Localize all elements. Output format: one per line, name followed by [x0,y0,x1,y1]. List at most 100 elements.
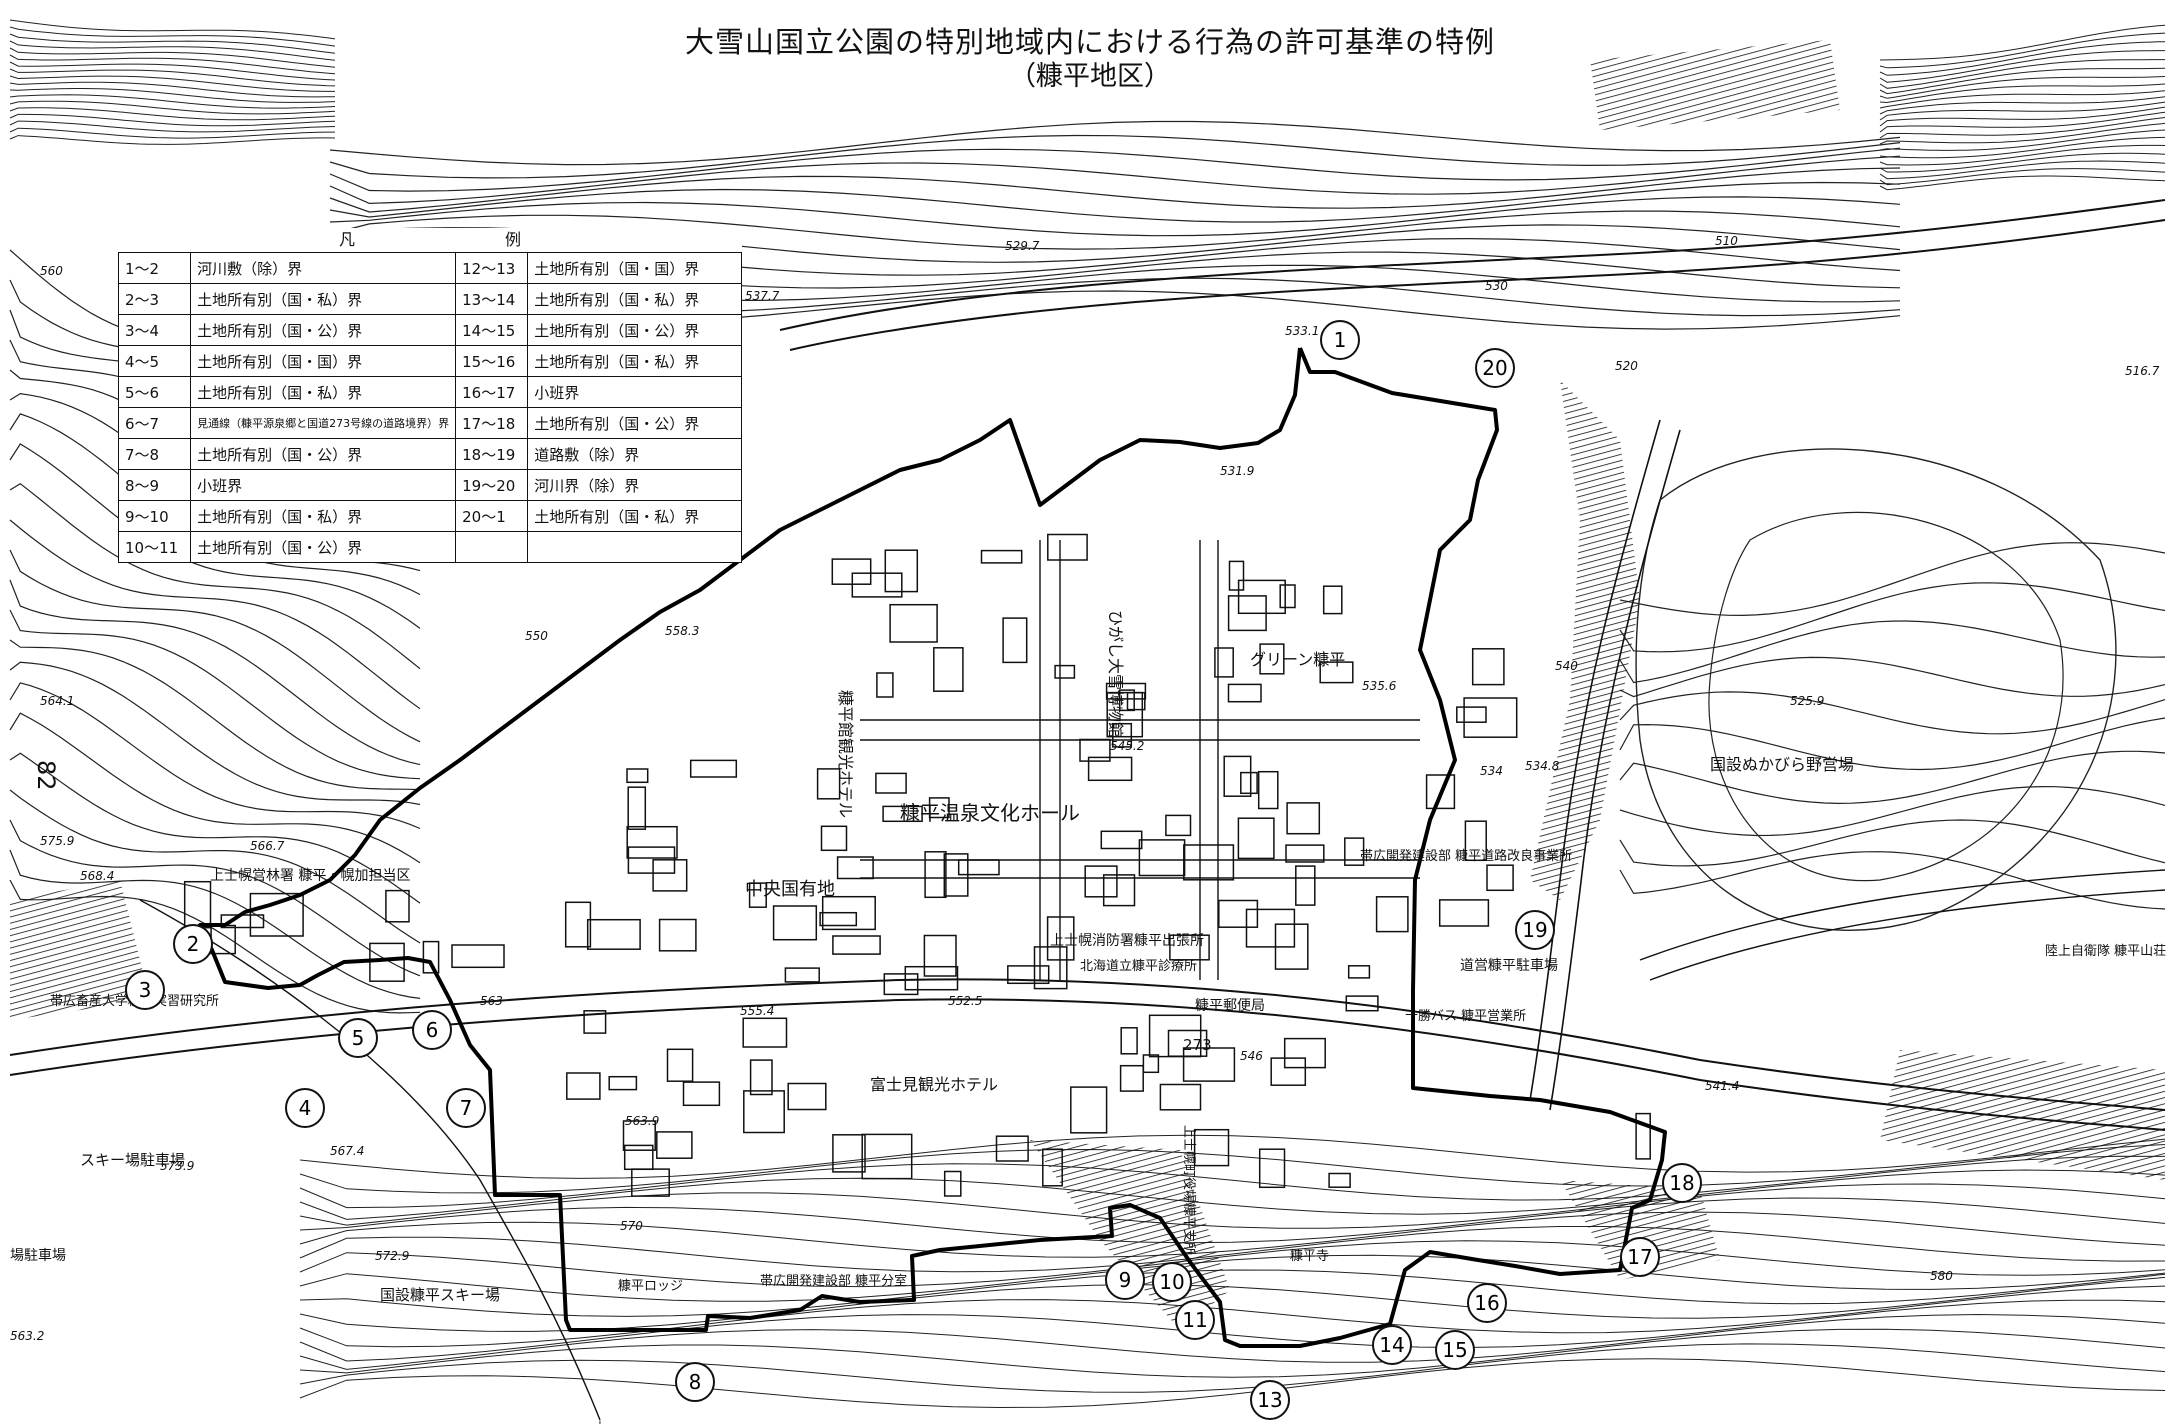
legend-description: 土地所有別（国・私）界 [190,283,457,315]
elevation-label: 552.5 [948,994,982,1008]
place-label-route: 273 [1183,1036,1212,1054]
elevation-label: 564.1 [40,694,74,708]
campground-outline [1635,448,2117,931]
building [1345,995,1379,1012]
building [627,846,676,874]
building [1165,814,1192,837]
building [889,603,938,643]
building [1456,706,1487,723]
building [1218,899,1259,928]
building [1007,965,1050,985]
campground-inner [1708,511,2064,882]
building [943,1170,962,1197]
legend-range: 1～2 [117,252,192,284]
building [1159,1083,1202,1111]
building [564,901,592,948]
legend-description: 土地所有別（国・私）界 [190,500,457,532]
contour-line [9,443,421,629]
contour-line [1879,175,2166,191]
building [1227,683,1262,703]
legend-description: 土地所有別（国・公）界 [190,531,457,563]
contour-line [1619,750,2166,805]
contour-line [9,609,421,780]
contour-line [1879,106,2166,127]
building [586,918,641,950]
place-label-museum: ひがし大雪博物館 [1106,610,1125,738]
map-title: 大雪山国立公園の特別地域内における行為の許可基準の特例 [684,25,1495,59]
building [1344,837,1365,866]
contour-line [1879,111,2166,133]
place-label-bus: 十勝バス 糠平営業所 [1405,1008,1526,1024]
building [882,805,923,823]
contour-line [9,135,336,145]
contour-line [299,1211,2166,1258]
road-line [1649,889,2166,981]
building [1319,661,1354,684]
boundary-point-13: 13 [1250,1380,1290,1420]
building [876,672,894,698]
contour-line [9,579,421,766]
contour-line [9,789,421,944]
place-label-central-land: 中央国有地 [745,879,835,900]
contour-line [329,167,1901,213]
legend-description: 小班界 [527,376,742,408]
building [1106,691,1144,738]
contour-line [1879,122,2166,145]
contour-line [1879,90,2166,109]
contour-line [9,120,336,133]
building [1471,648,1505,686]
contour-line [299,1169,2166,1220]
slope-hatch [1530,380,1640,900]
point-circle [412,1010,452,1050]
building [1240,771,1258,795]
building [943,853,969,897]
building [1259,643,1285,675]
contour-line [1879,67,2166,95]
point-circle [1320,320,1360,360]
contour-line [329,196,1901,237]
contour-line [9,113,336,127]
place-label-rikujo: 陸上自衛隊 糠平山荘 [2045,943,2166,959]
contour-line [299,1313,2166,1370]
legend-range: 2～3 [117,283,192,315]
elevation-label: 560 [40,264,63,278]
building [1047,533,1088,561]
building [1126,691,1146,711]
contour-line [299,1269,2166,1317]
building [1237,817,1275,860]
contour-line [1879,129,2166,151]
point-label: 5 [352,1026,365,1050]
place-label-fire: 上士幌消防署糠平出張所 [1050,932,1204,949]
legend-description: 土地所有別（国・公）界 [527,314,742,346]
contour-line [1879,76,2166,99]
building [928,797,950,819]
contour-line [9,519,421,710]
legend-range: 18～19 [455,438,529,470]
legend-heading-2: 例 [505,230,522,249]
contour-line [1619,582,2166,653]
elevation-label: 566.7 [250,839,285,853]
legend-range: 6～7 [117,407,192,439]
place-label-kotsu: 上士幌交通所 [597,1420,612,1424]
legend-description: 土地所有別（国・私）界 [527,345,742,377]
building [1257,770,1279,810]
point-circle [1175,1300,1215,1340]
contour-line [1619,691,2166,735]
point-circle [1475,348,1515,388]
contour-line [9,107,336,121]
elevation-label: 568.4 [80,869,114,883]
contour-line [1879,117,2166,139]
elevation-label: 555.4 [740,1004,774,1018]
point-circle [125,970,165,1010]
building [821,895,876,931]
contour-line [1879,152,2166,173]
contour-line [329,147,1901,192]
building [385,889,410,923]
building [1438,899,1490,927]
building [608,1075,638,1091]
contour-line [9,127,335,139]
building [924,851,947,899]
point-label: 20 [1482,356,1507,380]
